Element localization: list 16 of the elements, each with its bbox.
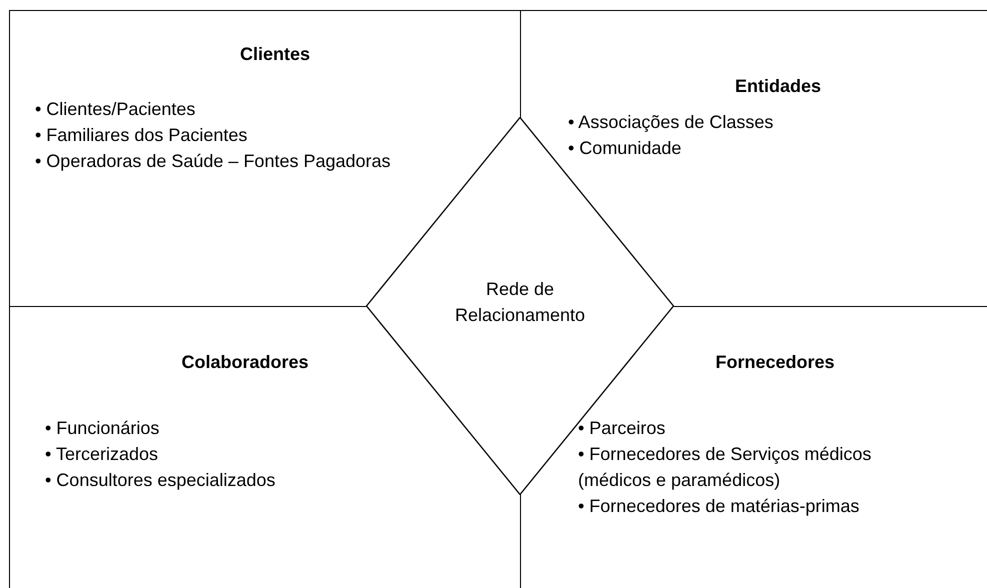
quadrant-heading: Fornecedores <box>715 352 835 373</box>
bullet-item: • Associações de Classes <box>568 111 774 134</box>
quadrant-heading: Clientes <box>240 44 310 65</box>
bullet-item: • Clientes/Pacientes <box>35 98 196 121</box>
bullet-item: • Operadoras de Saúde – Fontes Pagadoras <box>35 150 392 173</box>
bullet-item: • Comunidade <box>568 137 682 160</box>
bullet-item: • Fornecedores de matérias-primas <box>578 495 860 518</box>
bullet-item: • Consultores especializados <box>45 469 276 492</box>
bullet-item: • Fornecedores de Serviços médicos (médicos e paramédicos) <box>578 443 872 492</box>
bullet-item: • Funcionários <box>45 417 160 440</box>
quadrant-heading: Entidades <box>734 76 822 97</box>
diamond-label: Rede de Relacionamento <box>454 278 586 327</box>
bullet-item: • Familiares dos Pacientes <box>35 124 248 147</box>
bullet-item: • Parceiros <box>578 417 666 440</box>
bullet-item: • Tercerizados <box>45 443 160 466</box>
quadrant-heading: Colaboradores <box>181 352 309 373</box>
